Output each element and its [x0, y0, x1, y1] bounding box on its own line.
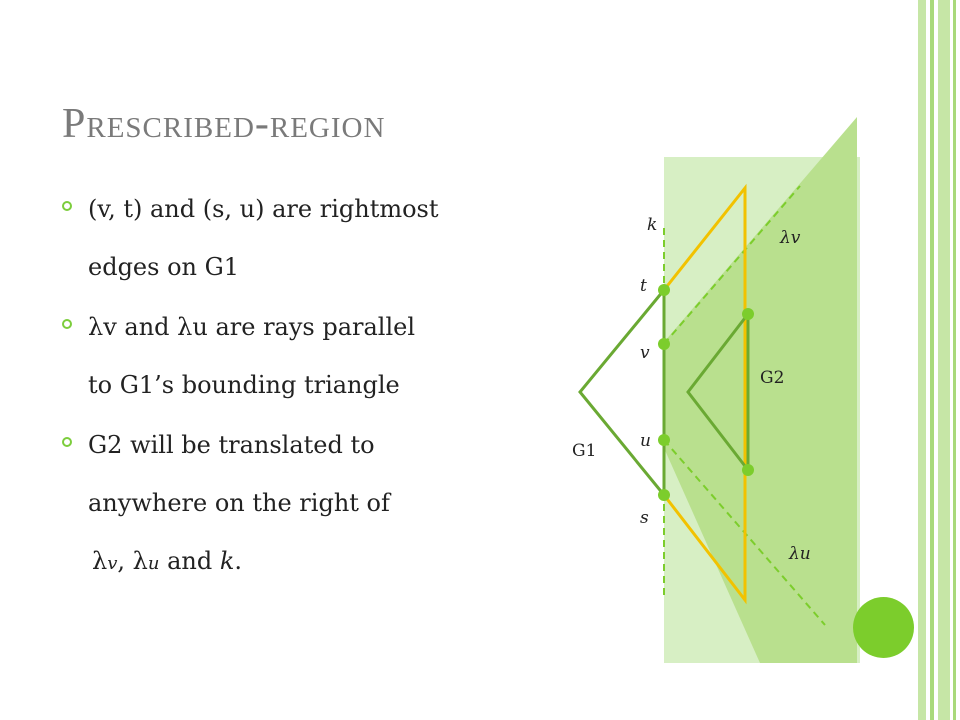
- bullet-list: (v, t) and (s, u) are rightmost edges on…: [60, 180, 530, 595]
- bullet-circle-icon: [62, 437, 72, 447]
- bullet-2-line1: λv and λu are rays parallel: [88, 313, 416, 341]
- label-g1: G1: [572, 441, 596, 461]
- bullet-circle-icon: [62, 319, 72, 329]
- decorative-circle: [853, 597, 914, 658]
- label-k: k: [647, 215, 657, 235]
- g1-edges: [578, 289, 666, 496]
- frame-line-1: [918, 0, 926, 720]
- bullet-item-3: G2 will be translated to anywhere on the…: [60, 416, 530, 593]
- label-g2: G2: [760, 368, 784, 388]
- ray-lambda-v: [663, 185, 801, 345]
- node-u: [658, 434, 670, 446]
- bullet-3-line3: λv, λu and k.: [88, 547, 242, 575]
- g1-bounding-triangle: [662, 183, 747, 605]
- bullet-1-line2: edges on G1: [88, 253, 240, 281]
- and-text: and: [159, 547, 220, 575]
- frame-line-4: [953, 0, 956, 720]
- bullet-1-line1: (v, t) and (s, u) are rightmost: [88, 195, 439, 223]
- node-g2-top: [742, 308, 754, 320]
- u-subscript: u: [147, 553, 160, 574]
- label-s: s: [640, 508, 649, 528]
- bullet-3-line1: G2 will be translated to: [88, 431, 375, 459]
- slide-title: Prescribed-region: [62, 101, 386, 147]
- frame-line-3: [938, 0, 950, 720]
- lambda-symbol: λ: [92, 547, 108, 575]
- k-text: k: [219, 547, 235, 575]
- bullet-item-1: (v, t) and (s, u) are rightmost edges on…: [60, 180, 530, 296]
- frame-line-2: [930, 0, 934, 720]
- label-v: v: [640, 343, 650, 363]
- bullet-item-2: λv and λu are rays parallel to G1’s boun…: [60, 298, 530, 414]
- bullet-circle-icon: [62, 201, 72, 211]
- bullet-3-line2: anywhere on the right of: [88, 489, 390, 517]
- node-v: [658, 338, 670, 350]
- g2-edges: [686, 313, 750, 471]
- node-s: [658, 489, 670, 501]
- prescribed-region-shape: [664, 117, 857, 663]
- label-lambda-u: λu: [788, 544, 811, 564]
- label-u: u: [640, 431, 651, 451]
- label-t: t: [640, 276, 647, 296]
- v-subscript: v: [107, 553, 118, 574]
- label-lambda-v: λv: [779, 228, 801, 248]
- bullet-2-line2: to G1’s bounding triangle: [88, 371, 400, 399]
- period-text: .: [234, 547, 243, 575]
- separator-text: , λ: [117, 547, 148, 575]
- node-g2-bottom: [742, 464, 754, 476]
- node-t: [658, 284, 670, 296]
